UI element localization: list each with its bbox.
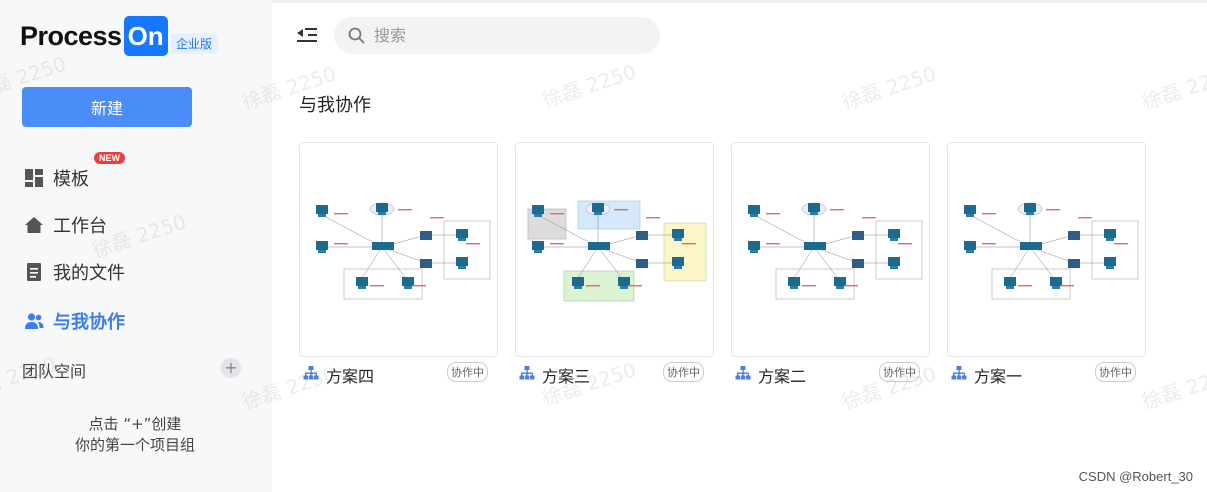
main-content: 与我协作 方案四 协作中 [272, 0, 1207, 492]
file-card-info: 方案三 协作中 [515, 357, 714, 389]
org-chart-icon [303, 366, 319, 380]
users-icon [25, 313, 44, 329]
add-team-button[interactable]: + [221, 358, 241, 378]
collab-status-badge: 协作中 [663, 362, 704, 382]
sidebar-item-label: 与我协作 [53, 312, 125, 333]
search-input[interactable] [374, 26, 634, 45]
file-thumbnail[interactable] [731, 142, 930, 357]
collab-status-badge: 协作中 [879, 362, 920, 382]
network-diagram-preview [527, 200, 707, 302]
sidebar-item-workbench[interactable]: 工作台 [24, 213, 107, 237]
logo-on-mark: On [123, 16, 168, 56]
home-icon [25, 217, 43, 233]
sidebar-item-label: 我的文件 [53, 263, 125, 284]
network-diagram-preview [748, 202, 923, 300]
file-card[interactable]: 方案四 协作中 [299, 142, 498, 389]
collab-status-badge: 协作中 [447, 362, 488, 382]
file-card[interactable]: 方案三 协作中 [515, 142, 714, 389]
hint-line-1: 点击 “+”创建 [88, 415, 182, 433]
file-name[interactable]: 方案一 [974, 367, 1023, 386]
edition-badge: 企业版 [170, 33, 219, 54]
network-diagram-preview [316, 202, 491, 300]
collapse-sidebar-icon[interactable] [296, 26, 318, 44]
file-card-info: 方案四 协作中 [299, 357, 498, 389]
sidebar-item-templates[interactable]: 模板 NEW [24, 152, 125, 190]
page-title: 与我协作 [299, 95, 371, 116]
file-name[interactable]: 方案三 [542, 367, 591, 386]
file-card-info: 方案二 协作中 [731, 357, 930, 389]
collab-status-badge: 协作中 [1095, 362, 1136, 382]
file-card[interactable]: 方案二 协作中 [731, 142, 930, 389]
template-grid-icon [25, 169, 43, 187]
logo[interactable]: Process On [20, 16, 168, 56]
org-chart-icon [735, 366, 751, 380]
file-thumbnail[interactable] [515, 142, 714, 357]
team-space-label: 团队空间 [22, 362, 87, 381]
file-thumbnail[interactable] [299, 142, 498, 357]
file-icon [27, 263, 41, 281]
org-chart-icon [951, 366, 967, 380]
file-card[interactable]: 方案一 协作中 [947, 142, 1146, 389]
file-name[interactable]: 方案二 [758, 367, 807, 386]
org-chart-icon [519, 366, 535, 380]
footer-credit: CSDN @Robert_30 [1078, 469, 1193, 484]
sidebar-item-label: 工作台 [53, 216, 107, 237]
new-badge: NEW [94, 152, 125, 164]
network-diagram-preview [964, 202, 1139, 300]
sidebar: Process On 企业版 新建 模板 NEW 工作台 我的文 [0, 0, 272, 492]
top-divider [272, 0, 1207, 3]
sidebar-item-my-files[interactable]: 我的文件 [24, 260, 125, 284]
search-bar[interactable] [334, 17, 660, 54]
new-button[interactable]: 新建 [22, 87, 192, 127]
file-thumbnail[interactable] [947, 142, 1146, 357]
logo-text: Process [20, 20, 122, 51]
empty-team-hint: 点击 “+”创建 你的第一个项目组 [40, 414, 230, 456]
file-card-info: 方案一 协作中 [947, 357, 1146, 389]
file-name[interactable]: 方案四 [326, 367, 375, 386]
sidebar-item-collab[interactable]: 与我协作 [24, 309, 125, 333]
hint-line-2: 你的第一个项目组 [74, 436, 195, 454]
sidebar-item-label: 模板 [53, 169, 89, 190]
search-icon [348, 27, 365, 44]
